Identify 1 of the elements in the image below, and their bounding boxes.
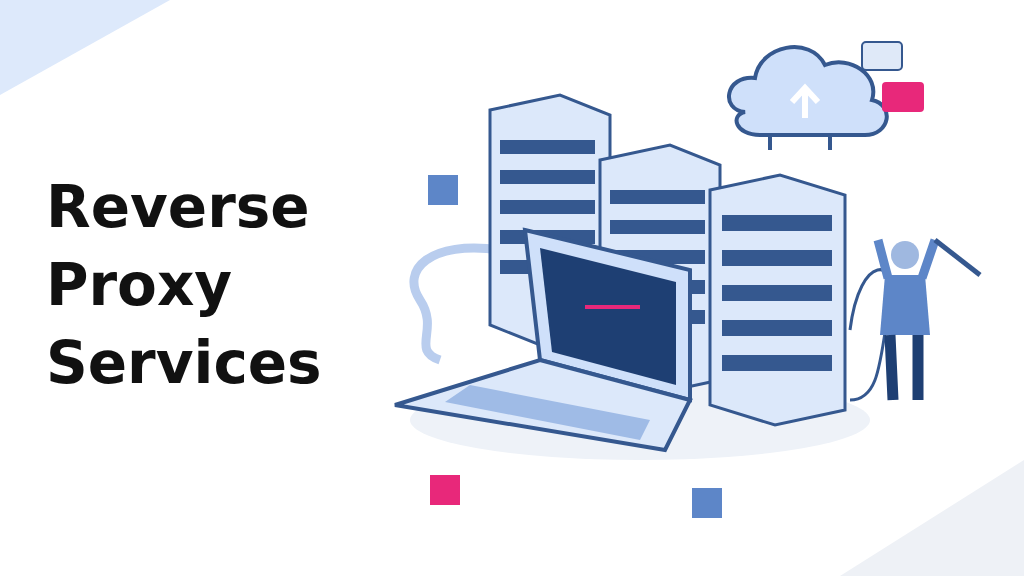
title: Reverse Proxy Services (46, 172, 323, 399)
